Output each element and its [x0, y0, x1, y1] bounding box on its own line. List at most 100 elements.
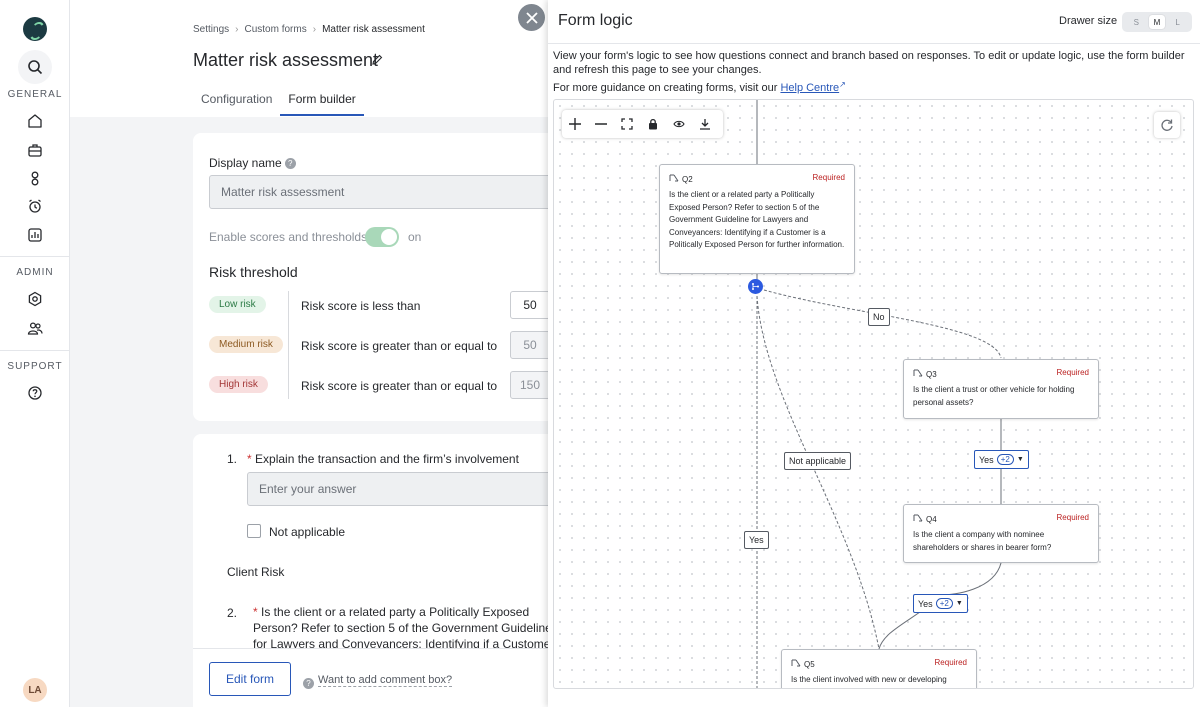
- not-applicable-checkbox[interactable]: [247, 524, 261, 538]
- logic-canvas[interactable]: Q2 Required Is the client or a related p…: [553, 99, 1194, 689]
- breadcrumb-settings[interactable]: Settings: [193, 24, 230, 35]
- page-title: Matter risk assessment: [193, 50, 379, 70]
- required-label: Required: [812, 173, 845, 182]
- briefcase-icon[interactable]: [20, 135, 50, 165]
- help-centre-link[interactable]: Help Centre: [780, 82, 840, 94]
- display-name-label: Display name?: [209, 156, 296, 170]
- settings-icon[interactable]: [20, 284, 50, 314]
- required-label: Required: [1056, 513, 1089, 522]
- lock-icon[interactable]: [640, 110, 666, 138]
- high-risk-rule: Risk score is greater than or equal to: [301, 379, 498, 393]
- low-risk-badge: Low risk: [209, 296, 266, 313]
- reports-icon[interactable]: [20, 220, 50, 250]
- node-question-text: Is the client involved with new or devel…: [791, 675, 947, 684]
- search-icon[interactable]: [18, 50, 52, 84]
- edge-label-text: Yes: [918, 598, 933, 609]
- sidebar-divider: [0, 350, 70, 351]
- question-1-answer-input[interactable]: Enter your answer: [247, 472, 548, 506]
- drawer-size-s[interactable]: S: [1133, 17, 1139, 27]
- flow-node-q5[interactable]: Q5 Required Is the client involved with …: [781, 649, 977, 688]
- edit-form-button[interactable]: Edit form: [209, 662, 291, 696]
- edge-label-yes-more[interactable]: Yes +2 ▼: [913, 594, 968, 613]
- edge-label-no[interactable]: No: [868, 308, 890, 326]
- node-question-text: Is the client a trust or other vehicle f…: [913, 385, 1075, 407]
- question-flow-icon: [913, 368, 923, 380]
- required-label: Required: [1056, 368, 1089, 377]
- breadcrumb-custom-forms[interactable]: Custom forms: [244, 24, 307, 35]
- pencil-icon[interactable]: [371, 53, 383, 71]
- question-number: 2.: [227, 606, 238, 620]
- question-number: 1.: [227, 452, 238, 466]
- contacts-icon[interactable]: [20, 163, 50, 193]
- question-flow-icon: [669, 173, 679, 185]
- form-logic-drawer: Form logic Drawer size S M L View your f…: [548, 0, 1200, 707]
- not-applicable-label: Not applicable: [269, 525, 346, 539]
- display-name-field[interactable]: Matter risk assessment: [209, 175, 548, 209]
- flow-node-q2[interactable]: Q2 Required Is the client or a related p…: [659, 164, 855, 274]
- question-1-label: * Explain the transaction and the firm’s…: [247, 452, 519, 466]
- close-drawer-button[interactable]: [518, 4, 545, 31]
- refresh-icon[interactable]: [1154, 112, 1180, 138]
- breadcrumb-current: Matter risk assessment: [322, 24, 425, 35]
- page-header: Settings›Custom forms›Matter risk assess…: [70, 0, 548, 117]
- more-count-badge: +2: [996, 454, 1014, 465]
- drawer-title: Form logic: [558, 12, 633, 29]
- required-asterisk: *: [247, 452, 256, 466]
- breadcrumb-separator: ›: [312, 24, 317, 35]
- medium-risk-rule: Risk score is greater than or equal to: [301, 339, 498, 353]
- edge-label-not-applicable[interactable]: Not applicable: [784, 452, 852, 470]
- tab-form-builder[interactable]: Form builder: [280, 88, 364, 116]
- main-content: Settings›Custom forms›Matter risk assess…: [70, 0, 548, 707]
- eye-icon[interactable]: [666, 110, 692, 138]
- add-comment-box-link[interactable]: Want to add comment box?: [318, 674, 453, 687]
- drawer-size-m[interactable]: M: [1148, 15, 1165, 29]
- alarm-clock-icon[interactable]: [20, 191, 50, 221]
- flow-node-q3[interactable]: Q3 Required Is the client a trust or oth…: [903, 359, 1099, 419]
- sidebar-heading-admin: ADMIN: [16, 267, 54, 278]
- form-footer: Edit form ? Want to add comment box?: [193, 648, 548, 707]
- tab-bar: Configuration Form builder: [193, 88, 364, 116]
- help-icon[interactable]: [20, 378, 50, 408]
- question-mark-icon[interactable]: ?: [284, 158, 296, 169]
- app-logo[interactable]: [23, 17, 47, 41]
- home-icon[interactable]: [20, 106, 50, 136]
- download-icon[interactable]: [692, 110, 718, 138]
- zoom-out-icon[interactable]: [588, 110, 614, 138]
- required-asterisk: *: [253, 605, 262, 619]
- external-link-icon: ↗: [839, 80, 846, 89]
- canvas-toolbar: [562, 110, 723, 138]
- high-risk-value-input[interactable]: 150: [510, 371, 548, 399]
- sidebar-divider: [0, 256, 70, 257]
- scores-toggle-state: on: [408, 230, 422, 244]
- users-icon[interactable]: [20, 313, 50, 343]
- drawer-size-selector: S M L: [1122, 12, 1192, 32]
- edge-label-yes-more[interactable]: Yes +2 ▼: [974, 450, 1029, 469]
- avatar[interactable]: LA: [23, 678, 47, 702]
- node-question-text: Is the client or a related party a Polit…: [669, 190, 845, 249]
- node-id: Q2: [682, 174, 693, 184]
- fit-view-icon[interactable]: [614, 110, 640, 138]
- low-risk-value-input[interactable]: 50: [510, 291, 548, 319]
- zoom-in-icon[interactable]: [562, 110, 588, 138]
- guidance-text: For more guidance on creating forms, vis…: [553, 82, 778, 94]
- branch-icon[interactable]: [748, 279, 763, 294]
- drawer-size-label: Drawer size: [1059, 15, 1118, 27]
- flow-node-q4[interactable]: Q4 Required Is the client a company with…: [903, 504, 1099, 563]
- tab-configuration[interactable]: Configuration: [201, 92, 273, 106]
- edge-label-yes[interactable]: Yes: [744, 531, 769, 549]
- low-risk-rule: Risk score is less than: [301, 299, 421, 313]
- node-id: Q5: [804, 659, 815, 669]
- section-label: Client Risk: [227, 565, 285, 579]
- drawer-description: View your form's logic to see how questi…: [553, 50, 1185, 76]
- question-flow-icon: [913, 513, 923, 525]
- breadcrumb: Settings›Custom forms›Matter risk assess…: [193, 24, 425, 35]
- high-risk-badge: High risk: [209, 376, 268, 393]
- sidebar-heading-support: SUPPORT: [7, 361, 63, 372]
- medium-risk-value-input[interactable]: 50: [510, 331, 548, 359]
- node-id: Q3: [926, 369, 937, 379]
- scores-toggle[interactable]: [365, 227, 399, 247]
- form-settings-card: Display name? Matter risk assessment Ena…: [193, 133, 548, 421]
- drawer-size-l[interactable]: L: [1175, 17, 1180, 27]
- more-count-badge: +2: [935, 598, 953, 609]
- caret-down-icon: ▼: [955, 600, 963, 607]
